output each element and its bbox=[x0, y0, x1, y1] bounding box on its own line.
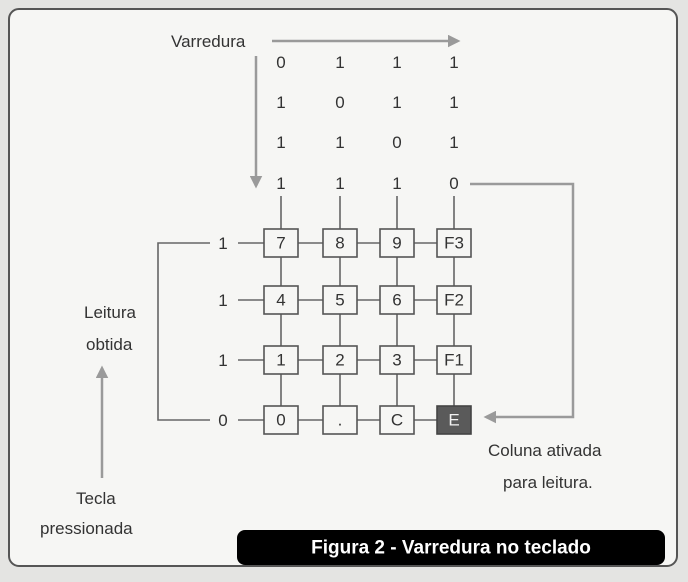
key-C: C bbox=[379, 405, 415, 435]
scan-bit: 1 bbox=[449, 53, 458, 72]
scan-bit: 1 bbox=[335, 133, 344, 152]
key-label: 1 bbox=[276, 351, 285, 370]
scan-bit: 0 bbox=[276, 53, 285, 72]
scan-bit: 1 bbox=[335, 53, 344, 72]
key-box bbox=[322, 405, 358, 435]
key-label: F1 bbox=[444, 351, 464, 370]
scan-bit: 1 bbox=[449, 93, 458, 112]
scan-bit: 1 bbox=[392, 174, 401, 193]
reading-bus-wire bbox=[157, 242, 210, 421]
key-label: F3 bbox=[444, 234, 464, 253]
key-box bbox=[436, 228, 472, 258]
key-label: . bbox=[338, 411, 343, 430]
key-box bbox=[322, 345, 358, 375]
column-label-line2: para leitura. bbox=[503, 473, 593, 492]
key-label: 4 bbox=[276, 291, 285, 310]
key-box bbox=[379, 228, 415, 258]
scan-bit: 0 bbox=[335, 93, 344, 112]
key-F3: F3 bbox=[436, 228, 472, 258]
key-8: 8 bbox=[322, 228, 358, 258]
key-box bbox=[322, 285, 358, 315]
key-4: 4 bbox=[263, 285, 299, 315]
key-box bbox=[263, 228, 299, 258]
row-reading-bit: 1 bbox=[218, 291, 227, 310]
key-0: 0 bbox=[263, 405, 299, 435]
scan-bit: 1 bbox=[392, 53, 401, 72]
key-box bbox=[436, 285, 472, 315]
key-label: 7 bbox=[276, 234, 285, 253]
key-F1: F1 bbox=[436, 345, 472, 375]
scan-bit: 1 bbox=[276, 133, 285, 152]
key-box bbox=[263, 345, 299, 375]
key-5: 5 bbox=[322, 285, 358, 315]
key-box bbox=[263, 285, 299, 315]
keypad: 7 8 9 F3 4 5 6 F2 1 2 3 F1 0. C E bbox=[263, 228, 472, 435]
scan-matrix: 0 1 1 1 1 0 1 1 1 1 0 1 1 1 1 0 bbox=[276, 53, 458, 193]
scan-bit: 1 bbox=[392, 93, 401, 112]
key-label: 5 bbox=[335, 291, 344, 310]
key-1: 1 bbox=[263, 345, 299, 375]
key-E: E bbox=[436, 405, 472, 435]
key-label: 0 bbox=[276, 411, 285, 430]
scan-bit: 1 bbox=[335, 174, 344, 193]
scan-bit: 1 bbox=[276, 174, 285, 193]
key-box bbox=[379, 405, 415, 435]
key-label: 9 bbox=[392, 234, 401, 253]
key-label: F2 bbox=[444, 291, 464, 310]
row-readings: 1 1 1 0 bbox=[218, 234, 227, 430]
key-box bbox=[436, 345, 472, 375]
scan-bit: 1 bbox=[276, 93, 285, 112]
key-box bbox=[263, 405, 299, 435]
key-label: 8 bbox=[335, 234, 344, 253]
key-label: E bbox=[448, 411, 459, 430]
key-label: 2 bbox=[335, 351, 344, 370]
key-7: 7 bbox=[263, 228, 299, 258]
scan-bit: 1 bbox=[449, 133, 458, 152]
key-6: 6 bbox=[379, 285, 415, 315]
reading-label-line2: obtida bbox=[86, 335, 133, 354]
reading-label-line1: Leitura bbox=[84, 303, 137, 322]
key-label: 6 bbox=[392, 291, 401, 310]
key-F2: F2 bbox=[436, 285, 472, 315]
row-reading-bit: 1 bbox=[218, 234, 227, 253]
pressed-label-line2: pressionada bbox=[40, 519, 133, 538]
key-label: 3 bbox=[392, 351, 401, 370]
key-box bbox=[379, 285, 415, 315]
active-column-arrow bbox=[470, 182, 575, 424]
key-.: . bbox=[322, 405, 358, 435]
key-3: 3 bbox=[379, 345, 415, 375]
key-label: C bbox=[391, 411, 403, 430]
pressed-label-line1: Tecla bbox=[76, 489, 116, 508]
column-label-line1: Coluna ativada bbox=[488, 441, 602, 460]
scan-label: Varredura bbox=[171, 32, 246, 51]
key-box bbox=[322, 228, 358, 258]
pressed-key-box bbox=[436, 405, 472, 435]
scan-bit: 0 bbox=[449, 174, 458, 193]
key-9: 9 bbox=[379, 228, 415, 258]
scan-bit: 0 bbox=[392, 133, 401, 152]
row-reading-bit: 0 bbox=[218, 411, 227, 430]
key-box bbox=[379, 345, 415, 375]
row-reading-bit: 1 bbox=[218, 351, 227, 370]
key-2: 2 bbox=[322, 345, 358, 375]
caption: Figura 2 - Varredura no teclado bbox=[311, 538, 591, 559]
caption-box bbox=[237, 530, 665, 565]
